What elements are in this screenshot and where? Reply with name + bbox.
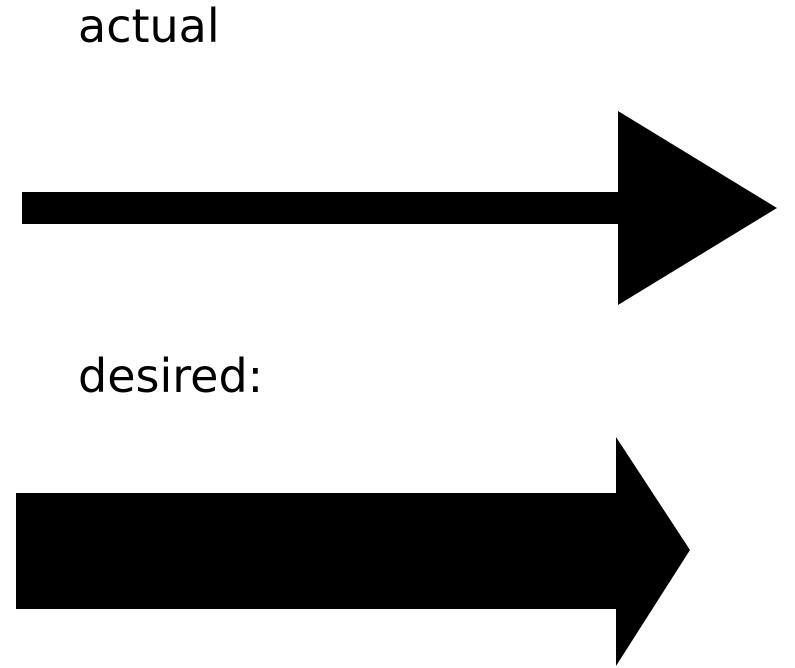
- actual-arrow-head: [618, 111, 777, 305]
- actual-arrow: [22, 111, 777, 305]
- actual-arrow-shaft: [22, 192, 622, 224]
- desired-arrow: [16, 437, 690, 666]
- actual-label: actual: [78, 0, 220, 53]
- desired-label: desired:: [78, 349, 264, 403]
- desired-arrow-shape: [16, 437, 690, 666]
